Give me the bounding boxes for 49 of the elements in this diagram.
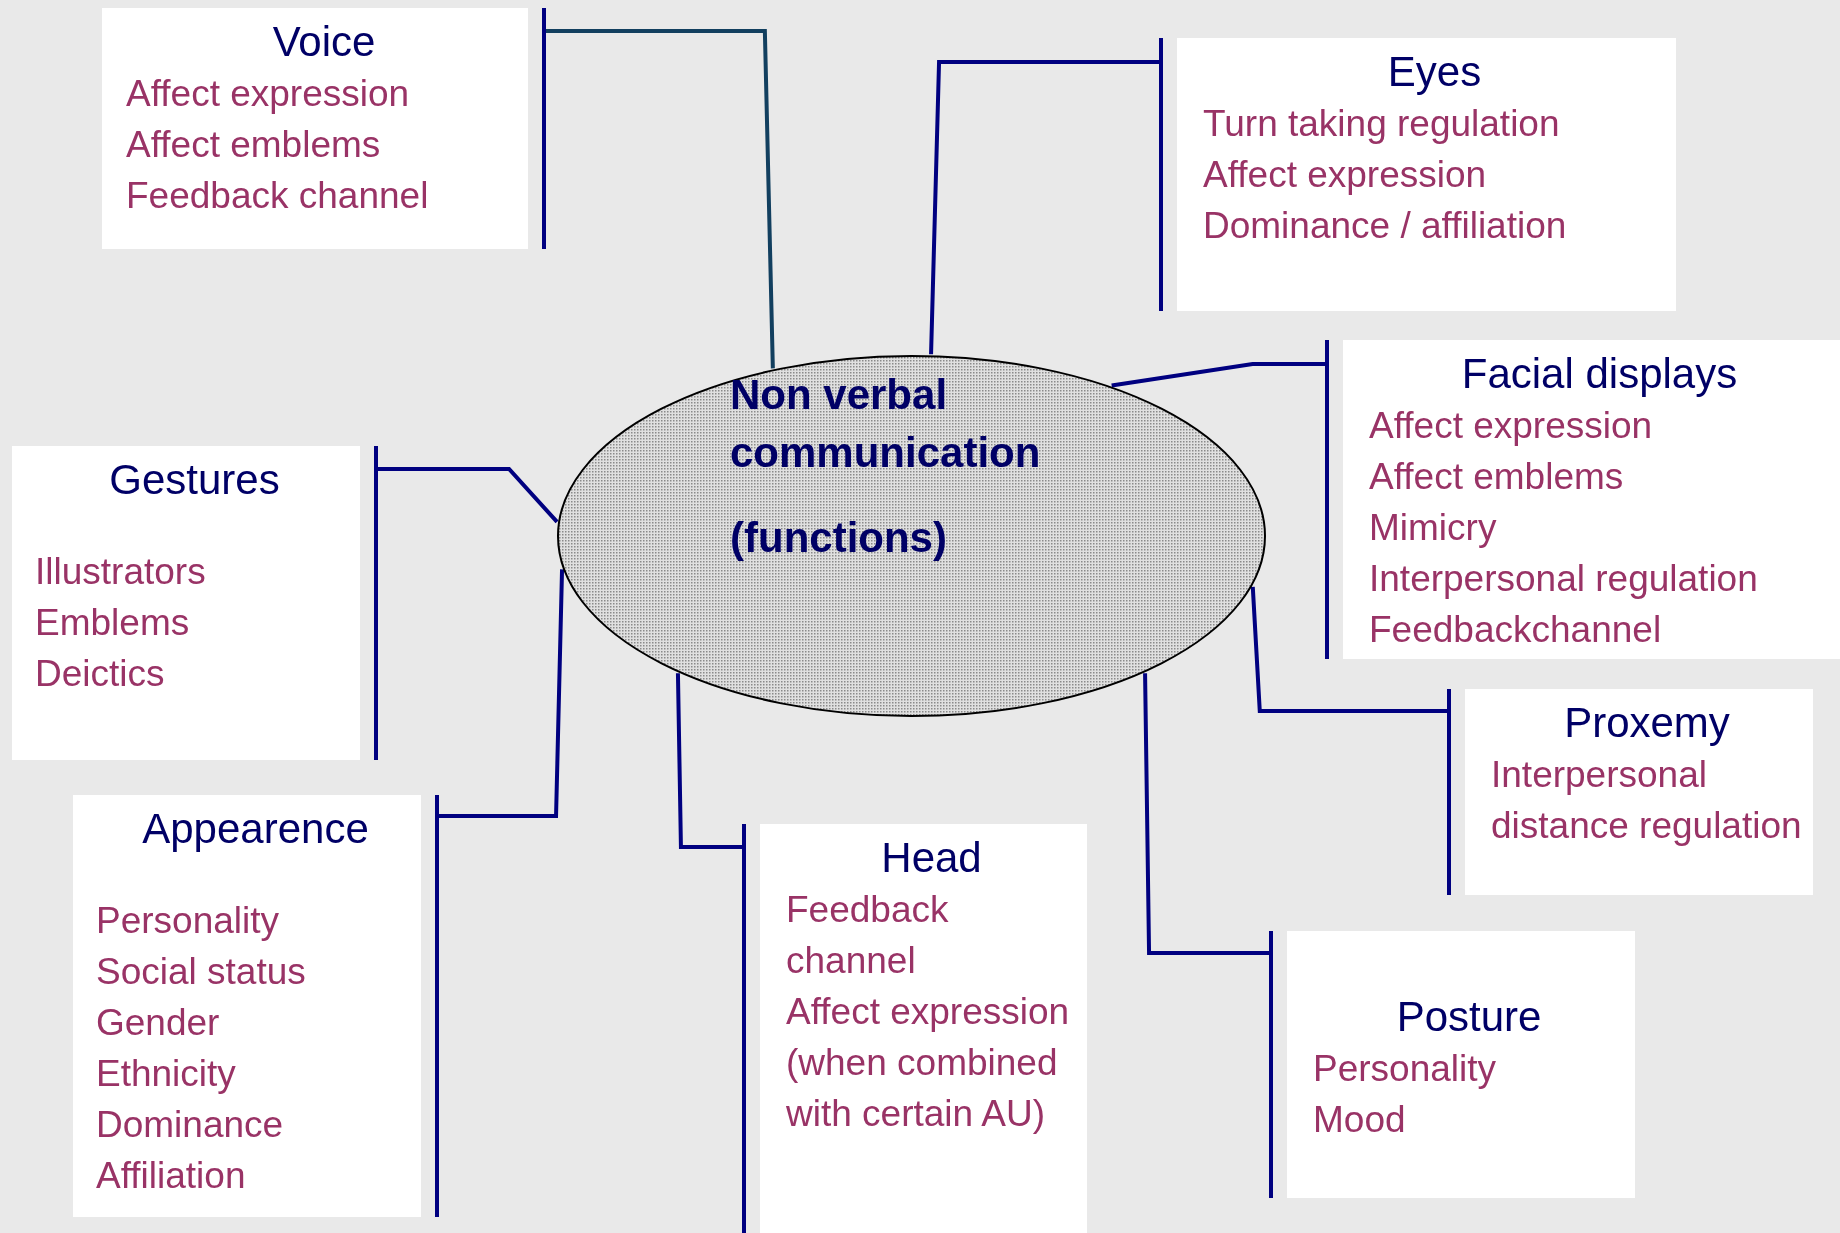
category-title: Head xyxy=(881,833,982,883)
category-title: Eyes xyxy=(1387,47,1482,97)
function-item: Affect expression (when combined with certain AU) xyxy=(786,990,1071,1136)
function-item: Turn taking regulation xyxy=(1203,102,1560,146)
function-item: Deictics xyxy=(35,652,165,696)
function-item: Dominance / affiliation xyxy=(1203,204,1567,248)
category-box xyxy=(1269,931,1635,1198)
function-item: Mood xyxy=(1313,1098,1406,1142)
node-subtitle: (functions) xyxy=(730,513,948,563)
connector-line xyxy=(929,60,1161,355)
function-item: Affiliation xyxy=(96,1154,246,1198)
function-item: Illustrators xyxy=(35,550,206,594)
function-item: Mimicry xyxy=(1369,506,1497,550)
function-item: Dominance xyxy=(96,1103,284,1147)
category-title: Voice xyxy=(272,17,376,67)
function-item: Interpersonal regulation xyxy=(1369,557,1758,601)
category-title: Gestures xyxy=(109,455,280,505)
connector-line xyxy=(1143,673,1271,955)
function-item: Affect emblems xyxy=(126,123,381,167)
connector-line xyxy=(675,673,744,849)
category-box xyxy=(73,795,439,1217)
category-box xyxy=(102,8,546,249)
function-item: Personality xyxy=(1313,1047,1497,1091)
function-item: Ethnicity xyxy=(96,1052,236,1096)
node-title: Non verbal communication xyxy=(730,370,1042,478)
category-title: Appearence xyxy=(142,804,369,854)
function-item: Personality xyxy=(96,899,280,943)
category-box xyxy=(12,446,378,760)
category-title: Posture xyxy=(1396,992,1542,1042)
function-item: Affect emblems xyxy=(1369,455,1624,499)
function-item: Affect expression xyxy=(1369,404,1653,448)
function-item: Feedback channel xyxy=(786,888,950,983)
function-item: Emblems xyxy=(35,601,190,645)
function-item: Social status xyxy=(96,950,306,994)
function-item: Feedback channel xyxy=(126,174,429,218)
function-item: Affect expression xyxy=(1203,153,1487,197)
function-item: Interpersonal distance regulation xyxy=(1491,753,1803,848)
function-item: Affect expression xyxy=(126,72,410,116)
category-title: Proxemy xyxy=(1564,698,1730,748)
category-box xyxy=(742,824,1087,1233)
category-box xyxy=(1447,689,1813,895)
function-item: Gender xyxy=(96,1001,220,1045)
connector-line xyxy=(1250,586,1449,713)
category-box xyxy=(1159,38,1676,311)
function-item: Feedbackchannel xyxy=(1369,608,1662,652)
category-title: Facial displays xyxy=(1461,349,1738,399)
ellipse-node xyxy=(556,354,1267,718)
category-box xyxy=(1325,340,1840,659)
connector-line xyxy=(1111,362,1327,388)
